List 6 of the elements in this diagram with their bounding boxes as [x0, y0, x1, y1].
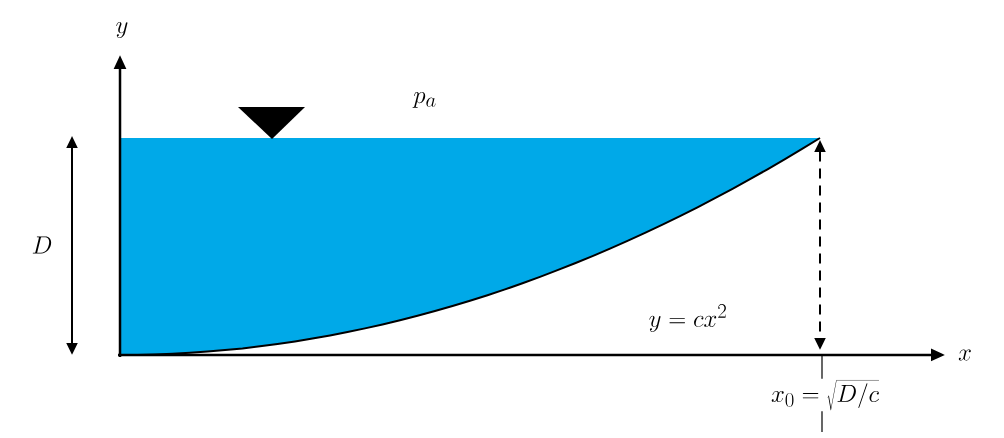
- curve-equation: $y=cx^2$: [647, 303, 729, 333]
- axis-label: $y$: [114, 21, 130, 39]
- pressure-label: $p_a$: [412, 91, 438, 109]
- dimension-label: $D$: [30, 235, 54, 255]
- root-formula: $x_0=\sqrt{D/c}$: [770, 378, 880, 412]
- axis-label: $x$: [957, 348, 973, 362]
